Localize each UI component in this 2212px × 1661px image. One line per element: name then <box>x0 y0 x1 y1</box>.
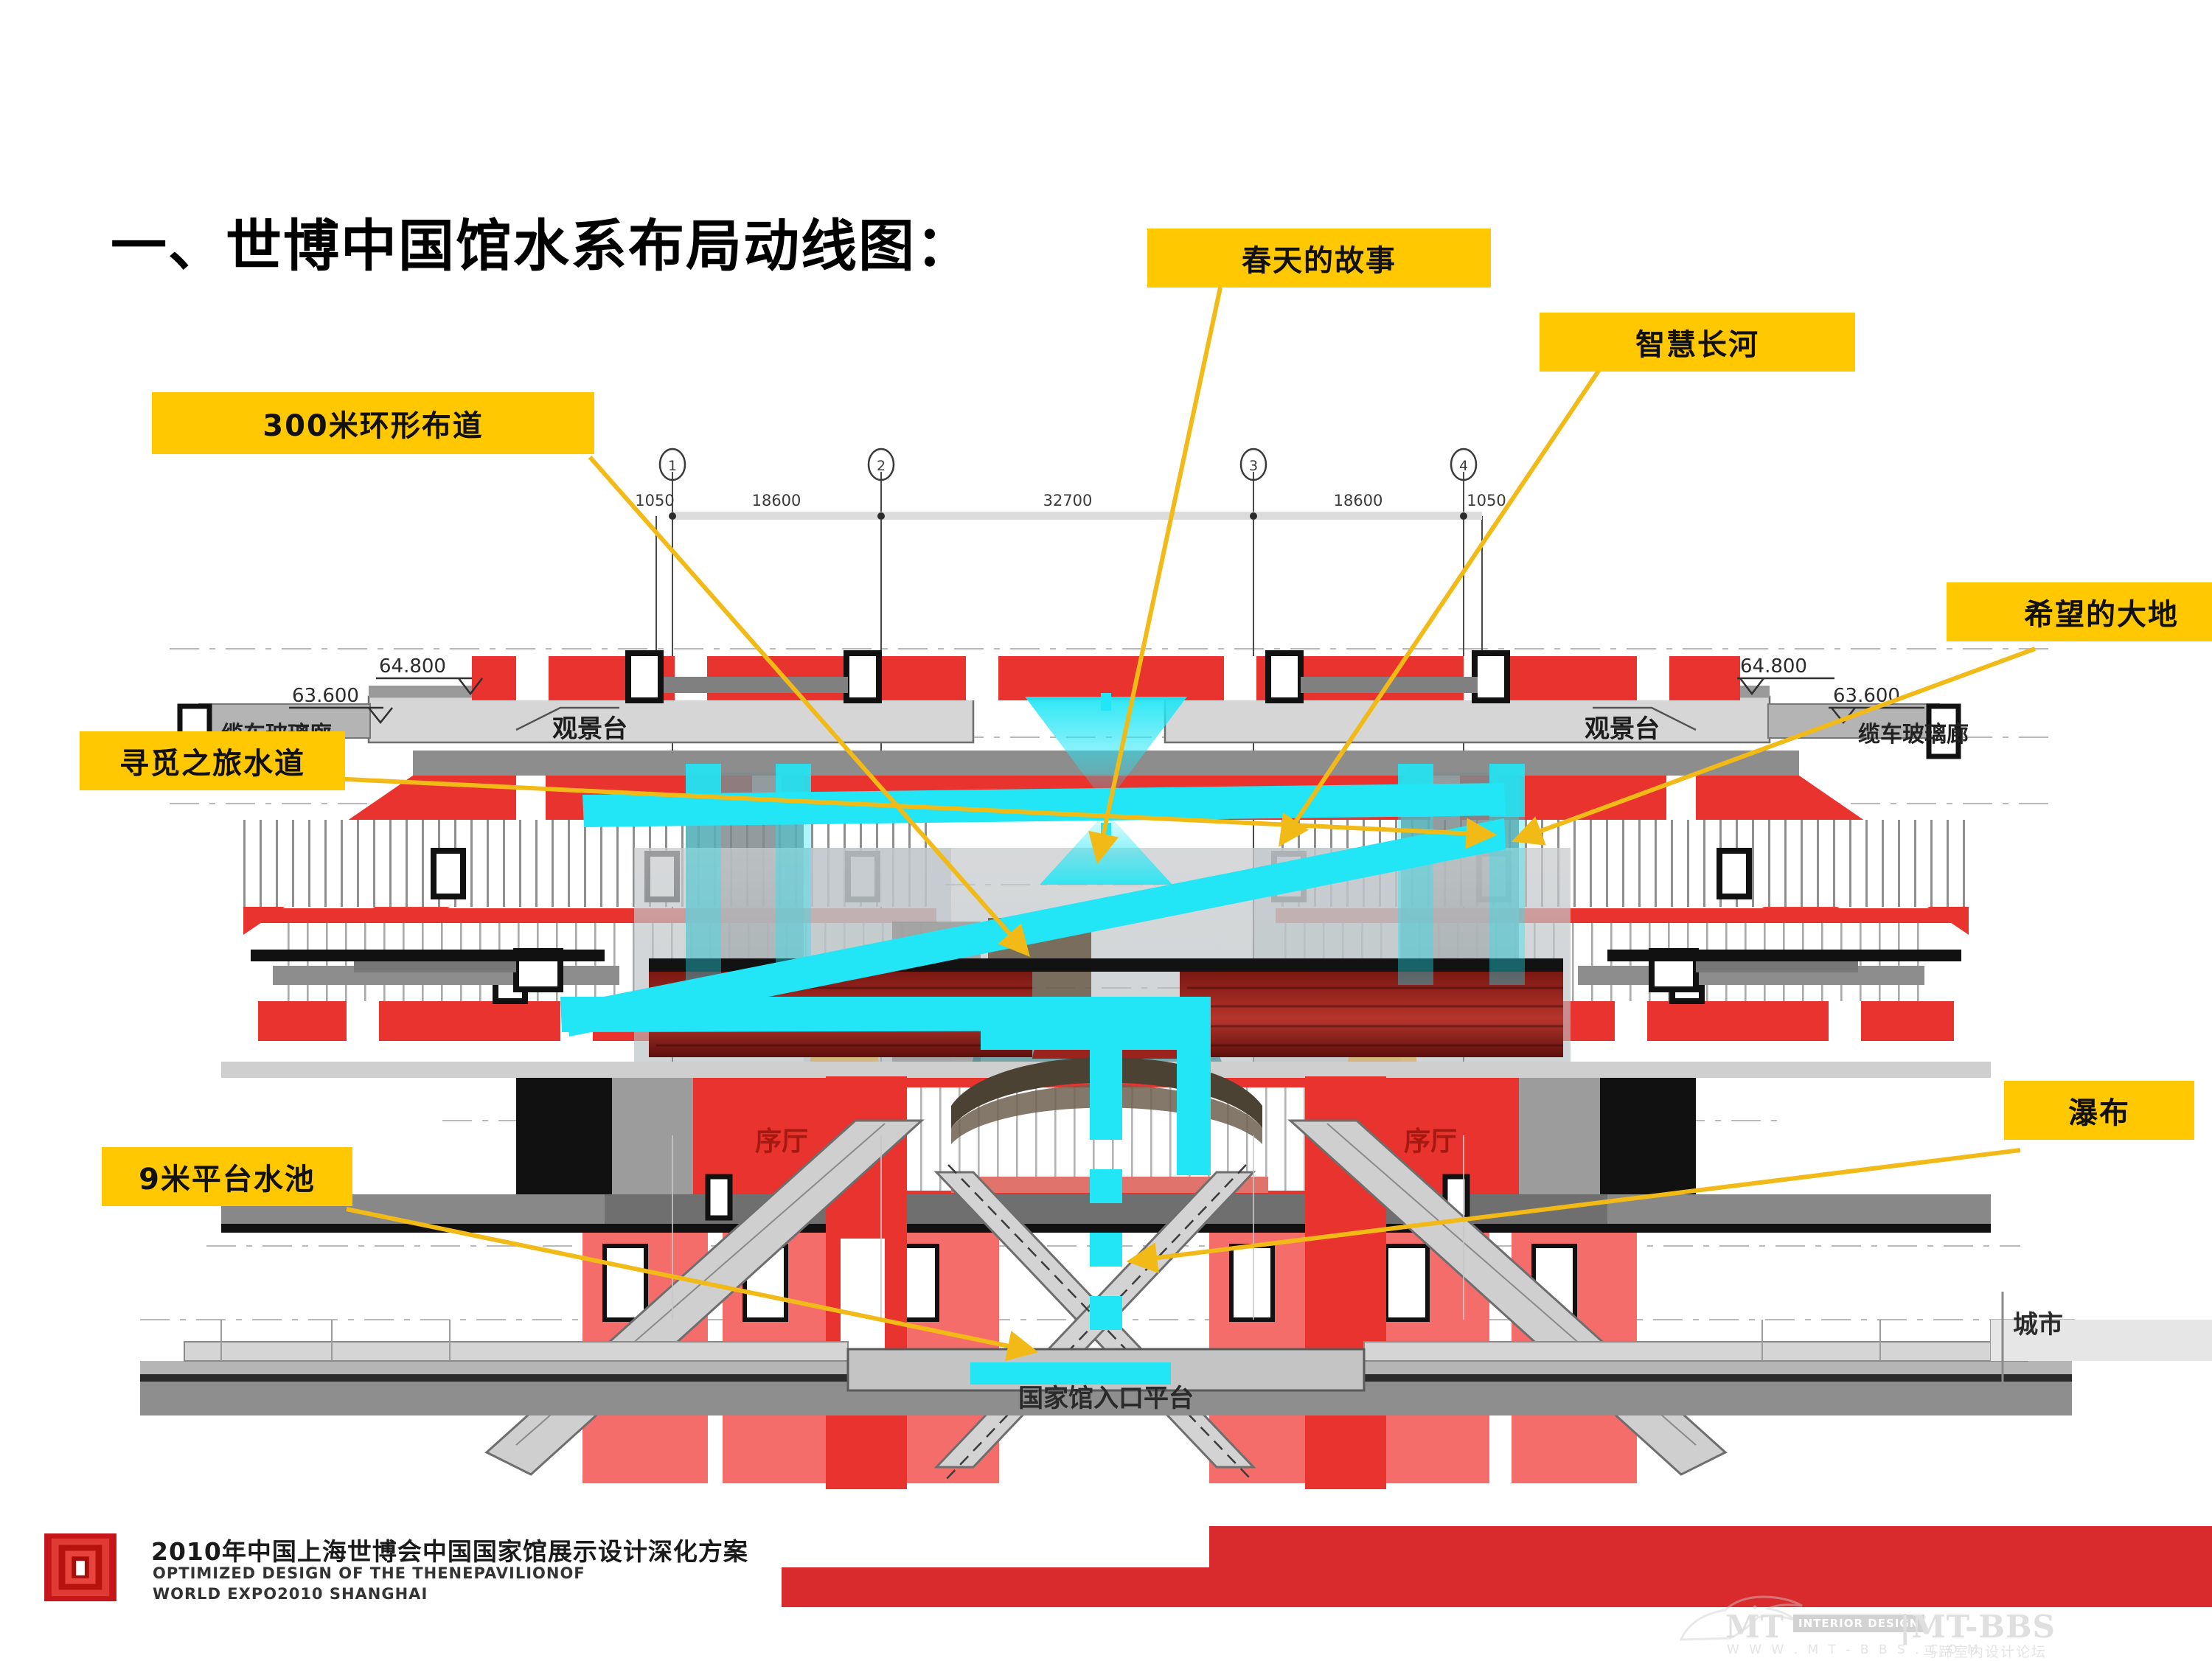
drawing-label-city: 城市 <box>2013 1310 2063 1340</box>
dimension-labels: 1050 18600 32700 18600 1050 <box>635 492 1506 509</box>
footer-title-en-line2: WORLD EXPO2010 SHANGHAI <box>153 1585 428 1603</box>
svg-text:64.800: 64.800 <box>379 655 446 678</box>
drawing-label-cable-corridor-right: 缆车玻璃廊 <box>1858 722 1969 748</box>
svg-text:4: 4 <box>1459 458 1468 474</box>
waterfall-basin <box>970 1362 1171 1385</box>
leader-hope-land <box>1512 647 2037 846</box>
callout-seek-waterway[interactable]: 寻觅之旅水道 <box>80 731 345 790</box>
watermark-tag: INTERIOR DESIGN <box>1793 1615 1925 1632</box>
svg-text:18600: 18600 <box>1334 492 1383 509</box>
leader-waterfall <box>1126 1148 2021 1273</box>
horse-logo-icon <box>1679 1595 1803 1641</box>
callout-label: 智慧长河 <box>1635 328 1759 362</box>
footer-white-block <box>0 1526 782 1607</box>
svg-text:18600: 18600 <box>752 492 801 509</box>
leader-spring-story <box>1088 287 1222 865</box>
callout-label: 春天的故事 <box>1242 244 1397 278</box>
callout-label: 寻觅之旅水道 <box>119 747 305 781</box>
svg-text:64.800: 64.800 <box>1740 655 1807 678</box>
watermark-mt: MT <box>1725 1609 1784 1645</box>
svg-text:3: 3 <box>1249 458 1258 474</box>
svg-text:1: 1 <box>668 458 677 474</box>
grid-bubble-labels: 1 2 3 4 <box>668 458 1468 474</box>
footer-banner: 2010年中国上海世博会中国国家馆展示设计深化方案 OPTIMIZED DESI… <box>0 1526 2212 1607</box>
footer-white-step <box>782 1526 1209 1567</box>
drawing-label-prelude-hall-left: 序厅 <box>755 1127 808 1157</box>
svg-text:2: 2 <box>877 458 886 474</box>
leader-seek-waterway <box>316 776 1498 849</box>
watermark-url: W W W . M T - B B S . C O M <box>1727 1643 1981 1657</box>
callout-label: 瀑布 <box>2068 1096 2130 1130</box>
callout-label: 9米平台水池 <box>139 1163 316 1197</box>
callout-spring-story[interactable]: 春天的故事 <box>1147 229 1491 288</box>
watermark: MT INTERIOR DESIGN |MT-BBS W W W . M T -… <box>1679 1595 2197 1660</box>
callout-wisdom-river[interactable]: 智慧长河 <box>1540 313 1855 372</box>
svg-text:1050: 1050 <box>1467 492 1506 509</box>
watermark-cn: 马蹄室内设计论坛 <box>1923 1644 2048 1660</box>
water-spray-upper <box>1025 697 1187 796</box>
drawing-label-entrance-platform: 国家馆入口平台 <box>1018 1384 1194 1413</box>
drawing-label-viewing-platform-right: 观景台 <box>1585 714 1660 744</box>
page-title: 一、世博中国馆水系布局动线图： <box>111 213 973 279</box>
water-band-diagonal <box>566 818 1506 1037</box>
drawing-label-prelude-hall-right: 序厅 <box>1404 1127 1457 1157</box>
svg-text:63.600: 63.600 <box>292 685 359 707</box>
callout-ring-path[interactable]: 300米环形布道 <box>152 392 594 454</box>
callout-waterfall[interactable]: 瀑布 <box>2004 1081 2194 1140</box>
china-pavilion-logo-icon <box>44 1533 116 1601</box>
water-band-top <box>582 783 1506 827</box>
leader-nine-m-pool <box>346 1207 1039 1362</box>
water-column-caps <box>686 764 1525 817</box>
leader-ring-path <box>588 456 1030 957</box>
watermark-bbs: |MT-BBS <box>1899 1609 2056 1645</box>
svg-text:1050: 1050 <box>635 492 674 509</box>
callout-nine-m-pool[interactable]: 9米平台水池 <box>102 1147 352 1206</box>
leader-wisdom-river <box>1279 367 1602 847</box>
footer-title-cn: 2010年中国上海世博会中国国家馆展示设计深化方案 <box>151 1537 748 1566</box>
drawing-label-viewing-platform-left: 观景台 <box>552 714 627 744</box>
footer-title-en-line1: OPTIMIZED DESIGN OF THE THENEPAVILIONOF <box>153 1564 585 1582</box>
callout-label: 希望的大地 <box>2024 598 2179 632</box>
svg-text:32700: 32700 <box>1043 492 1093 509</box>
callout-hope-land[interactable]: 希望的大地 <box>1947 582 2212 641</box>
callout-label: 300米环形布道 <box>262 409 484 443</box>
waterfall-head <box>1090 1031 1122 1107</box>
